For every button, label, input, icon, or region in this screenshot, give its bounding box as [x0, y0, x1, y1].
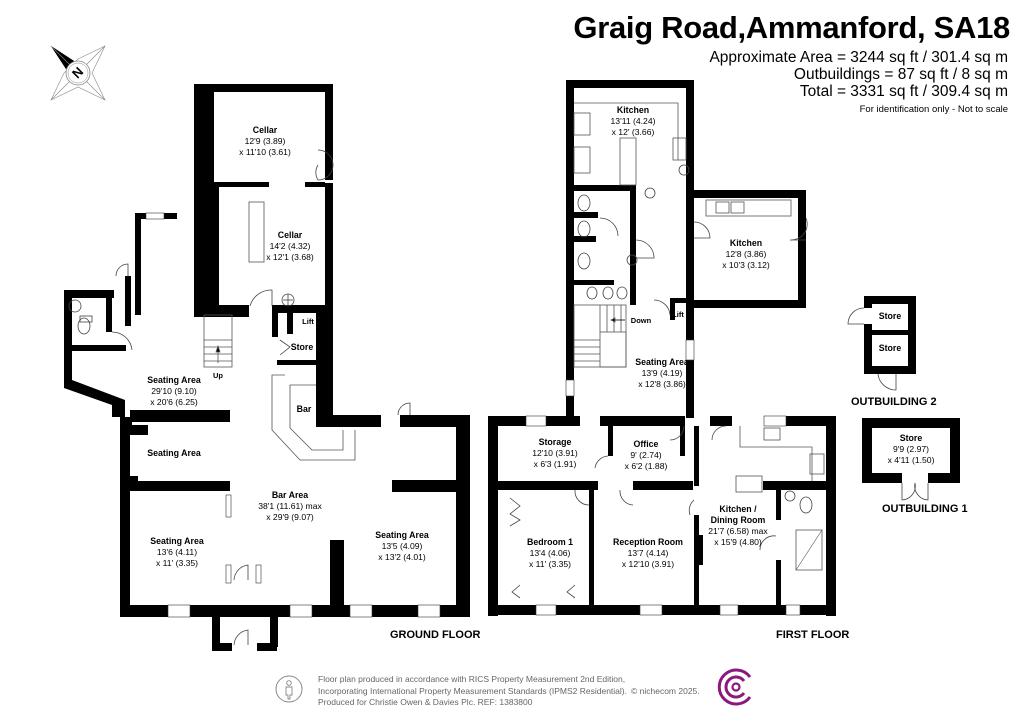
nichecom-logo-icon: [717, 668, 752, 706]
room-store-ob2-a: Store: [878, 311, 902, 321]
compass-north-icon: N: [50, 45, 106, 101]
room-store-ob2-b: Store: [878, 343, 902, 353]
first-floor-walls: [488, 80, 836, 616]
outbuilding-1-label: OUTBUILDING 1: [882, 503, 968, 515]
outbuilding-2-walls: [847, 296, 916, 391]
outbuildings-area: Outbuildings = 87 sq ft / 8 sq m: [793, 66, 1008, 83]
scale-note: For identification only - Not to scale: [859, 104, 1008, 115]
room-lift-ground: Lift: [302, 317, 314, 326]
room-seating-area-west: Seating Area: [147, 448, 201, 458]
ground-floor-walls: [64, 84, 470, 651]
footer-line-1: Floor plan produced in accordance with R…: [318, 674, 626, 684]
ground-floor-doors: [68, 149, 411, 646]
room-store: Store: [290, 342, 314, 352]
first-floor-windows: [525, 339, 801, 616]
stairs-down-label: Down: [630, 316, 652, 325]
total-area: Total = 3331 sq ft / 309.4 sq m: [799, 83, 1008, 100]
outbuilding-2-label: OUTBUILDING 2: [851, 396, 937, 408]
first-floor-label: FIRST FLOOR: [776, 629, 850, 641]
ground-floor-label: GROUND FLOOR: [390, 629, 481, 641]
page-title: Graig Road,Ammanford, SA18: [573, 10, 1010, 45]
copyright: © nichecom 2025.: [631, 686, 700, 696]
footer-disclaimer: Floor plan produced in accordance with R…: [318, 674, 627, 709]
room-bar: Bar: [296, 404, 312, 414]
ground-floor-windows: [145, 212, 441, 618]
person-icon: [275, 675, 303, 703]
approx-area: Approximate Area = 3244 sq ft / 301.4 sq…: [709, 49, 1008, 66]
footer-line-3: Produced for Christie Owen & Davies Plc.…: [318, 697, 533, 707]
outbuilding-1-walls: [862, 418, 960, 501]
stairs-up-label: Up: [213, 371, 223, 380]
footer-line-2: Incorporating International Property Mea…: [318, 685, 627, 696]
first-floor-fixtures: [509, 102, 825, 599]
room-lift-first: Lift: [672, 310, 684, 319]
